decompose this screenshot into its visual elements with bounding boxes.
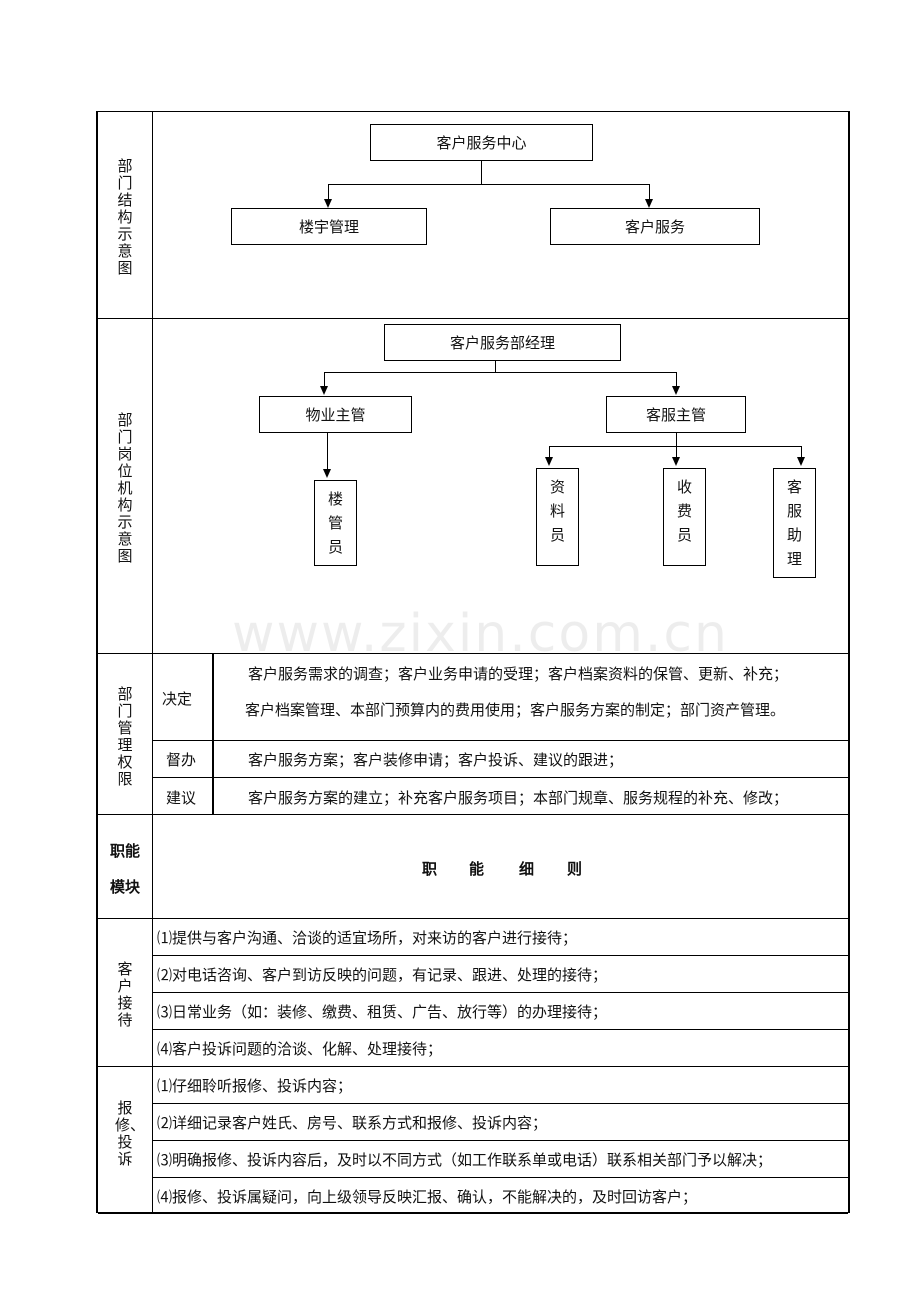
- org-node-customer-service: 客户服务: [550, 208, 760, 245]
- authority-label-suggest: 建议: [166, 789, 197, 807]
- authority-label-decide: 决定: [162, 690, 193, 708]
- authority-suggest-text: 客户服务方案的建立；补充客户服务项目；本部门规章、服务规程的补充、修改；: [248, 789, 789, 807]
- arrow-down-icon: [545, 457, 553, 466]
- module-header-line1: 职能: [110, 842, 141, 860]
- reception-item: ⑶日常业务（如：装修、缴费、租赁、广告、放行等）的办理接待；: [157, 1003, 608, 1021]
- row-divider: [152, 992, 848, 993]
- row-divider: [98, 918, 848, 919]
- row-divider: [152, 740, 848, 741]
- arrow-down-icon: [320, 386, 328, 395]
- details-header-char-4: 则: [567, 860, 583, 878]
- module-header-line2: 模块: [110, 878, 141, 896]
- arrow-down-icon: [797, 457, 805, 466]
- connector-line: [481, 161, 482, 184]
- authority-label-supervise: 督办: [166, 751, 197, 769]
- connector-line: [328, 184, 650, 185]
- authority-decide-line2: 客户档案管理、本部门预算内的费用使用；客户服务方案的制定；部门资产管理。: [245, 701, 786, 719]
- repair-item: ⑷报修、投诉属疑问，向上级领导反映汇报、确认，不能解决的，及时回访客户；: [157, 1188, 698, 1206]
- org-node-label: 收费员: [676, 478, 692, 544]
- org-node-records-clerk: 资料员: [536, 468, 579, 566]
- org-node-label: 楼管员: [327, 490, 343, 556]
- connector-line: [801, 446, 802, 458]
- row-divider: [98, 653, 848, 654]
- row-divider: [98, 1212, 848, 1214]
- arrow-down-icon: [645, 199, 653, 208]
- row-divider: [98, 814, 848, 815]
- org-node-service-assistant: 客服助理: [773, 468, 816, 578]
- section-label-positions: 部门岗位机构示意图: [117, 411, 133, 565]
- org-node-label: 客服助理: [786, 478, 802, 568]
- watermark: www.zixin.com.cn: [232, 604, 729, 664]
- org-node-building-keeper: 楼管员: [314, 480, 357, 566]
- connector-line: [676, 372, 677, 387]
- section-label-repair: 报修、投诉: [115, 1099, 146, 1168]
- reception-item: ⑷客户投诉问题的洽谈、化解、处理接待；: [157, 1040, 443, 1058]
- reception-item: ⑵对电话咨询、客户到访反映的问题，有记录、跟进、处理的接待；: [157, 966, 608, 984]
- connector-line: [328, 184, 329, 200]
- connector-line: [327, 433, 328, 470]
- row-divider: [98, 1066, 848, 1067]
- row-divider: [152, 1177, 848, 1178]
- repair-item: ⑴仔细聆听报修、投诉内容；: [157, 1077, 353, 1095]
- row-divider: [98, 318, 848, 319]
- connector-line: [649, 184, 650, 200]
- row-divider: [152, 955, 848, 956]
- connector-line: [676, 433, 677, 446]
- connector-line: [676, 446, 677, 458]
- org-node-cashier: 收费员: [663, 468, 706, 566]
- section-label-authority: 部门管理权限: [117, 685, 133, 788]
- org-node-service-center: 客户服务中心: [370, 124, 593, 161]
- row-divider: [152, 1140, 848, 1141]
- connector-line: [324, 372, 677, 373]
- org-node-property-supervisor: 物业主管: [259, 396, 412, 433]
- row-divider: [152, 1029, 848, 1030]
- details-header-char-1: 职: [422, 860, 438, 878]
- details-header-char-3: 细: [519, 860, 535, 878]
- org-node-label: 资料员: [549, 478, 565, 544]
- connector-line: [324, 372, 325, 387]
- connector-line: [549, 446, 802, 447]
- section-label-reception: 客户接待: [117, 960, 133, 1029]
- arrow-down-icon: [672, 457, 680, 466]
- authority-decide-line1: 客户服务需求的调查；客户业务申请的受理；客户档案资料的保管、更新、补充；: [248, 665, 789, 683]
- reception-item: ⑴提供与客户沟通、洽谈的适宜场所，对来访的客户进行接待；: [157, 929, 578, 947]
- arrow-down-icon: [672, 386, 680, 395]
- section-label-structure: 部门结构示意图: [117, 157, 133, 277]
- document-table: 部门结构示意图 部门岗位机构示意图 部门管理权限 职能 模块 客户接待 报修、投…: [96, 111, 850, 1214]
- details-header-char-2: 能: [469, 860, 485, 878]
- org-node-building-management: 楼宇管理: [231, 208, 427, 245]
- row-divider: [152, 1103, 848, 1104]
- connector-line: [495, 361, 496, 372]
- left-column-divider: [152, 112, 153, 1212]
- org-node-service-supervisor: 客服主管: [606, 396, 746, 433]
- repair-item: ⑶明确报修、投诉内容后，及时以不同方式（如工作联系单或电话）联系相关部门予以解决…: [157, 1151, 773, 1169]
- row-divider: [152, 777, 848, 778]
- arrow-down-icon: [323, 469, 331, 478]
- authority-supervise-text: 客户服务方案；客户装修申请；客户投诉、建议的跟进；: [248, 751, 624, 769]
- repair-item: ⑵详细记录客户姓氏、房号、联系方式和报修、投诉内容；: [157, 1114, 548, 1132]
- arrow-down-icon: [324, 199, 332, 208]
- connector-line: [549, 446, 550, 458]
- org-node-manager: 客户服务部经理: [384, 324, 621, 361]
- authority-label-divider: [212, 653, 214, 814]
